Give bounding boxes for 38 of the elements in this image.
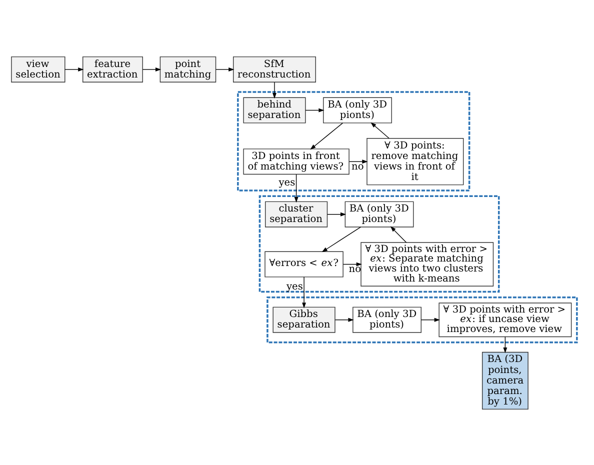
arrow [348,159,368,164]
edge-label: yes [278,176,296,188]
arrow [216,67,234,71]
arrow [302,276,306,308]
arrow [142,67,162,71]
node-box: ∀ 3D points with error > ex: if uncase view improves, remove view [438,302,572,337]
arrow [327,212,346,216]
node-box: 3D points in front of matching views? [243,148,350,174]
edge-label: yes [286,280,303,292]
arrow [370,122,390,138]
arrow [272,81,276,98]
node-box: BA (only 3D pionts) [352,306,422,332]
arrow [305,108,324,112]
arrow [334,317,354,322]
arrow [310,122,344,150]
cluster [266,296,578,343]
node-box: cluster separation [265,200,328,227]
node-box: Gibbs separation [272,306,336,332]
node-box: ∀ 3D points with error > ex: Separate matching views into two clusters with k-means [360,242,494,286]
arrow [503,336,508,353]
node-box: BA (only 3D pionts) [323,96,392,123]
node-box: BA (3D points, camera param. by 1%) [482,351,528,410]
arrow [294,174,298,202]
node-box: feature extraction [82,56,143,82]
arrow [342,262,362,266]
arrow [390,226,407,242]
node-box: BA (only 3D pionts) [344,200,414,227]
node-box: ∀errors < ex? [264,250,344,277]
node-box: point matching [160,56,216,82]
arrow [322,226,362,252]
arrow [420,317,440,322]
node-box: SfM reconstruction [233,56,316,82]
node-box: ∀ 3D points: remove matching views in front of it [366,138,464,185]
edge-label: no [352,160,364,172]
node-box: behind separation [243,96,306,123]
edge-label: no [348,264,362,275]
node-box: view selection [11,56,66,82]
arrow [64,67,84,71]
